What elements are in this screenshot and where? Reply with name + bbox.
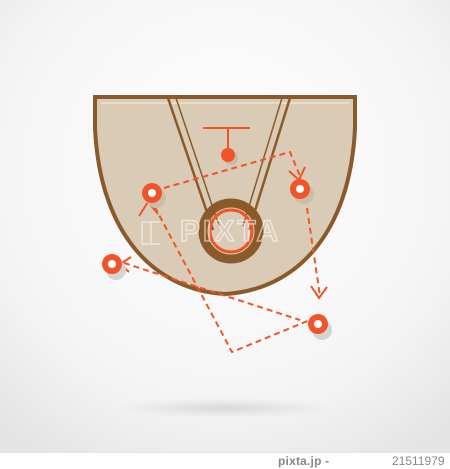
- pass-path-3: [306, 207, 321, 297]
- floor-shadow: [115, 398, 335, 418]
- player-marker-left: [102, 254, 126, 280]
- play-paths: [123, 150, 321, 354]
- footer-separator: -: [321, 454, 330, 468]
- footer-bar: pixta.jp - 21511979: [0, 452, 450, 469]
- footer-brand-name: pixta.jp: [278, 454, 322, 468]
- pass-path-2: [149, 197, 311, 354]
- player-marker-top-right: [290, 179, 314, 204]
- watermark-text: PIXTA: [180, 215, 281, 248]
- footer-photo-id: 21511979: [392, 454, 445, 468]
- player-marker-top-left: [142, 183, 166, 208]
- watermark: PIXTA: [141, 214, 281, 249]
- lane-line-left-inner: [175, 97, 220, 227]
- pass-path-1: [163, 150, 301, 189]
- illustration: PIXTA: [0, 0, 450, 452]
- watermark-logo: [141, 221, 160, 245]
- lane-line-left-outer: [166, 97, 215, 231]
- free-throw-circle: [198, 198, 264, 264]
- pass-path-4: [123, 262, 301, 321]
- player-marker-bottom-right: [308, 314, 332, 340]
- hoop: [221, 148, 235, 162]
- lane-line-right-outer: [247, 97, 292, 231]
- footer-brand: pixta.jp -: [278, 454, 329, 468]
- free-throw-inner: [208, 208, 254, 254]
- arrowhead-3: [310, 285, 328, 300]
